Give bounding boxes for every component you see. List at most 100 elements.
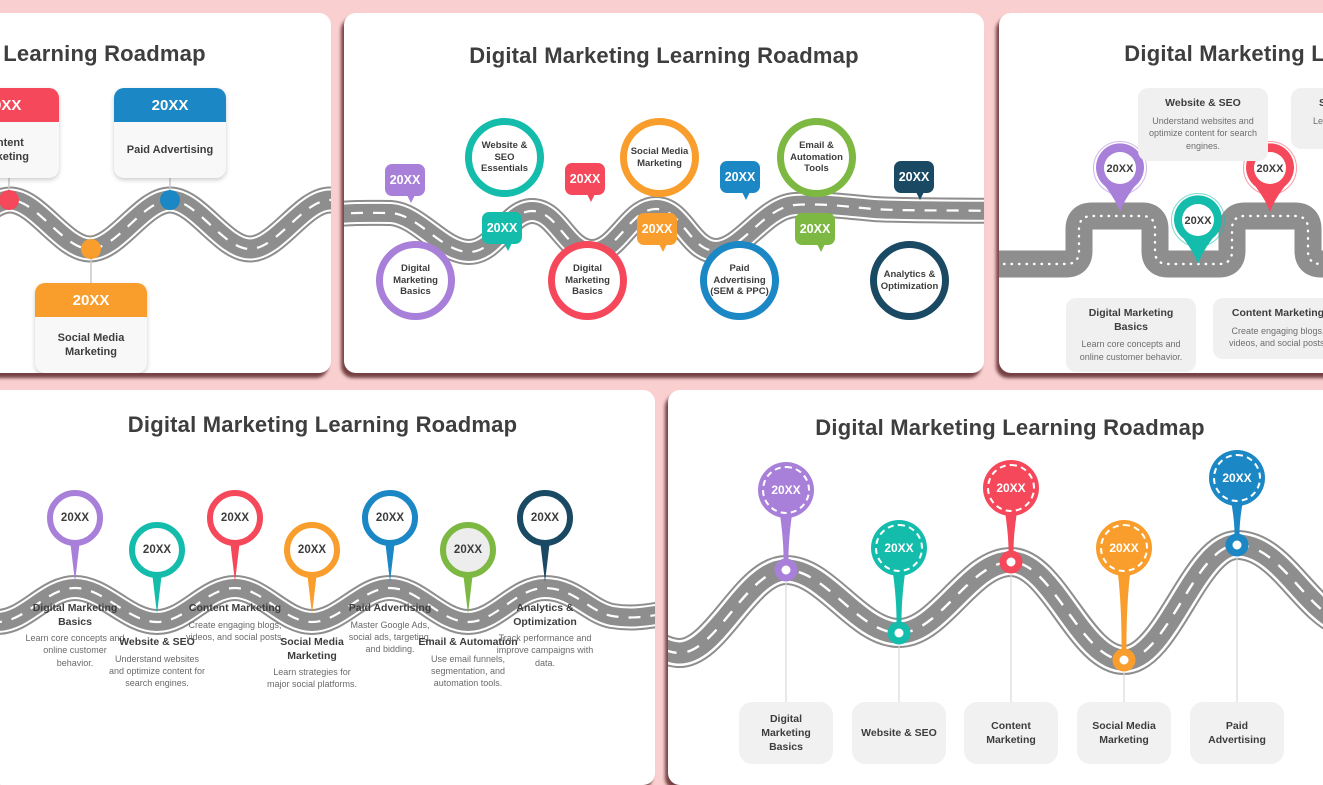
- balloon-pin: 20XX: [1209, 450, 1265, 506]
- year-marker: 20XX: [720, 161, 760, 200]
- year-marker: 20XX: [565, 163, 605, 202]
- milestone-year: 20XX: [35, 283, 147, 317]
- page-title: Digital Marketing Learning Roadmap: [1124, 41, 1323, 66]
- balloon-pin: 20XX: [440, 522, 496, 578]
- info-card: Social Media Marketing Learn strategies …: [1291, 88, 1323, 149]
- roadmap-road-graphic: [0, 176, 331, 285]
- year-label: 20XX: [60, 512, 90, 524]
- page-title: Digital Marketing Learning Roadmap: [469, 43, 859, 68]
- year-label: 20XX: [453, 544, 483, 556]
- pin-needle: [152, 572, 162, 614]
- balloon-pin: 20XX: [47, 490, 103, 546]
- topic-label: Paid Advertising (SEM & PPC): [710, 262, 769, 298]
- topic-circle: Social Media Marketing: [620, 118, 699, 197]
- year-label: 20XX: [771, 483, 801, 497]
- step-desc: Use email funnels, segmentation, and aut…: [430, 653, 506, 688]
- step-card: Digital Marketing Basics: [739, 702, 833, 764]
- slide-top-center[interactable]: Digital Marketing Learning Roadmap 20XX …: [344, 13, 984, 373]
- road-ring: [999, 550, 1023, 574]
- topic-label: Analytics & Optimization: [880, 268, 939, 292]
- year-label: 20XX: [142, 544, 172, 556]
- slide-top-left[interactable]: Digital Marketing Learning Roadmap 20XX …: [0, 13, 331, 373]
- step-title: Content Marketing: [188, 602, 282, 614]
- map-pin: 20XX: [1093, 141, 1147, 212]
- pin-stem: [779, 508, 793, 564]
- topic-label: Website & SEO Essentials: [481, 139, 528, 175]
- step-label: Content Marketing Create engaging blogs,…: [185, 602, 285, 643]
- info-card-desc: Learn strategies for major social platfo…: [1312, 115, 1323, 126]
- year-label: 20XX: [1107, 163, 1135, 175]
- year-label: 20XX: [1185, 215, 1213, 227]
- step-title: Social Media Marketing: [1092, 719, 1156, 746]
- page-title: Digital Marketing Learning Roadmap: [815, 415, 1205, 440]
- info-card-title: Social Media Marketing: [1318, 97, 1323, 109]
- year-marker: 20XX: [894, 161, 934, 200]
- year-marker: 20XX: [637, 213, 677, 252]
- topic-circle: Digital Marketing Basics: [548, 241, 627, 320]
- map-pin: 20XX: [1171, 193, 1225, 264]
- pin-needle: [70, 540, 80, 582]
- topic-circle: Paid Advertising (SEM & PPC): [700, 241, 779, 320]
- info-card-desc: Learn core concepts and online customer …: [1079, 339, 1183, 362]
- step-card: Paid Advertising: [1190, 702, 1284, 764]
- milestone-dot: [0, 190, 19, 210]
- pin-needle: [307, 572, 317, 614]
- slide-bottom-left[interactable]: Digital Marketing Learning Roadmap 20XX …: [0, 390, 655, 785]
- step-title: Website & SEO: [119, 636, 195, 648]
- step-label: Email & Automation Use email funnels, se…: [418, 636, 518, 689]
- year-label: 20XX: [898, 170, 930, 184]
- road-ring: [774, 558, 798, 582]
- page-title: Digital Marketing Learning Roadmap: [127, 412, 518, 437]
- topic-label: Social Media Marketing: [630, 145, 689, 169]
- step-desc: Understand websites and optimize content…: [108, 653, 206, 688]
- step-label: Social Media Marketing Learn strategies …: [262, 636, 362, 691]
- balloon-pin: 20XX: [129, 522, 185, 578]
- balloon-pin: 20XX: [1096, 520, 1152, 576]
- topic-circle: Analytics & Optimization: [870, 241, 949, 320]
- balloon-pin: 20XX: [758, 462, 814, 518]
- pin-stem: [1230, 496, 1244, 539]
- year-label: 20XX: [1222, 471, 1252, 485]
- step-desc: Create engaging blogs, videos, and socia…: [185, 619, 285, 642]
- info-card: Content Marketing Create engaging blogs,…: [1213, 298, 1323, 359]
- year-label: 20XX: [884, 541, 914, 555]
- topic-circle: Digital Marketing Basics: [376, 241, 455, 320]
- pin-stem: [892, 566, 906, 627]
- slide-bottom-right[interactable]: Digital Marketing Learning Roadmap 20XX …: [668, 390, 1323, 785]
- milestone-year: 20XX: [0, 88, 59, 122]
- balloon-pin: 20XX: [362, 490, 418, 546]
- milestone-label: Social Media Marketing: [57, 331, 125, 358]
- info-card-desc: Create engaging blogs, videos, and socia…: [1228, 325, 1323, 349]
- year-label: 20XX: [641, 222, 673, 236]
- roadmap-road-graphic: [0, 390, 655, 785]
- step-desc: Learn core concepts and online customer …: [25, 633, 125, 668]
- step-desc: Master Google Ads, social ads, targeting…: [348, 619, 432, 654]
- step-card: Social Media Marketing: [1077, 702, 1171, 764]
- info-card-title: Website & SEO: [1165, 97, 1241, 109]
- year-label: 20XX: [1109, 541, 1139, 555]
- milestone-year: 20XX: [114, 88, 226, 122]
- year-label: 20XX: [220, 512, 250, 524]
- road-ring: [1112, 648, 1136, 672]
- topic-label: Digital Marketing Basics: [565, 262, 610, 298]
- step-title: Website & SEO: [861, 726, 937, 739]
- step-label: Digital Marketing Basics Learn core conc…: [25, 602, 125, 669]
- info-card: Digital Marketing Basics Learn core conc…: [1066, 298, 1196, 373]
- road-ring: [887, 621, 911, 645]
- page-title: Digital Marketing Learning Roadmap: [0, 41, 206, 66]
- step-title: Email & Automation: [418, 636, 518, 648]
- balloon-pin: 20XX: [871, 520, 927, 576]
- step-title: Content Marketing: [986, 719, 1036, 746]
- year-label: 20XX: [799, 222, 831, 236]
- year-label: 20XX: [569, 172, 601, 186]
- balloon-pin: 20XX: [207, 490, 263, 546]
- step-title: Paid Advertising: [1208, 719, 1266, 746]
- info-card-desc: Understand websites and optimize content…: [1148, 115, 1258, 151]
- year-marker: 20XX: [482, 212, 522, 251]
- milestone-label: Paid Advertising: [126, 143, 214, 156]
- year-marker: 20XX: [795, 213, 835, 252]
- slide-top-right[interactable]: Digital Marketing Learning Roadmap 20XX …: [999, 13, 1323, 373]
- pin-stem: [1004, 506, 1018, 556]
- milestone-card: 20XX Social Media Marketing: [35, 283, 147, 373]
- year-label: 20XX: [996, 481, 1026, 495]
